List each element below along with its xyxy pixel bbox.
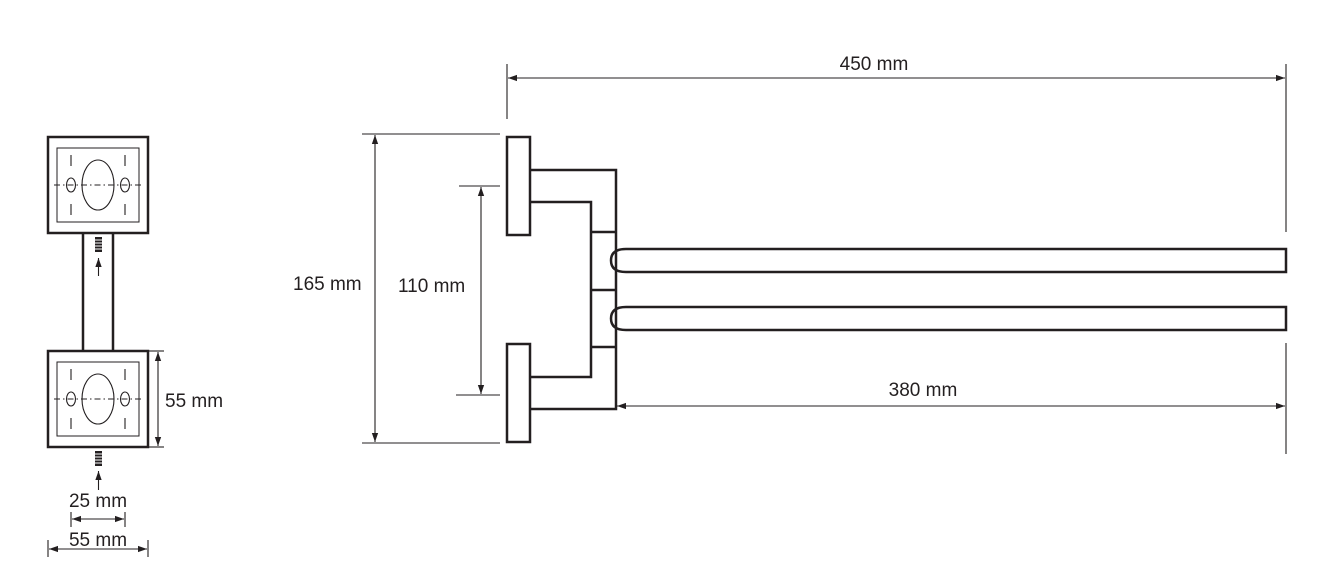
bar-spacing-dimension: 110 mm	[398, 185, 500, 396]
overall-height-dimension: 165 mm	[293, 133, 500, 444]
vertical-post	[81, 233, 115, 351]
upper-towel-bar	[609, 247, 1288, 274]
overall-width-label: 450 mm	[840, 54, 909, 75]
top-plate-screw-holes	[65, 155, 131, 215]
bottom-plate-screw-holes	[65, 369, 131, 429]
overall-height-label: 165 mm	[293, 274, 362, 295]
overall-width-dimension: 450 mm	[506, 54, 1287, 232]
upper-wall-plate-side	[505, 135, 532, 237]
bottom-wall-plate	[46, 349, 150, 449]
screw-spacing-dimension: 25 mm	[69, 491, 127, 527]
lower-towel-bar	[609, 305, 1288, 332]
plate-width-label: 55 mm	[69, 530, 127, 551]
bar-spacing-label: 110 mm	[398, 276, 465, 297]
top-wall-plate	[46, 135, 150, 235]
swivel-bracket	[530, 168, 618, 411]
plate-height-label: 55 mm	[165, 391, 223, 412]
lower-wall-plate-side	[505, 342, 532, 444]
plate-width-dimension: 55 mm	[47, 530, 149, 557]
side-view: 450 mm 165 mm 110 mm 380 mm	[293, 54, 1288, 454]
bar-length-label: 380 mm	[889, 380, 958, 401]
front-view: 55 mm 25 mm 55 mm	[46, 135, 223, 557]
screw-spacing-label: 25 mm	[69, 491, 127, 512]
bar-length-dimension: 380 mm	[617, 343, 1287, 454]
bottom-set-screw-icon	[95, 451, 102, 490]
plate-height-dimension: 55 mm	[149, 350, 223, 448]
top-set-screw-icon	[95, 237, 102, 276]
